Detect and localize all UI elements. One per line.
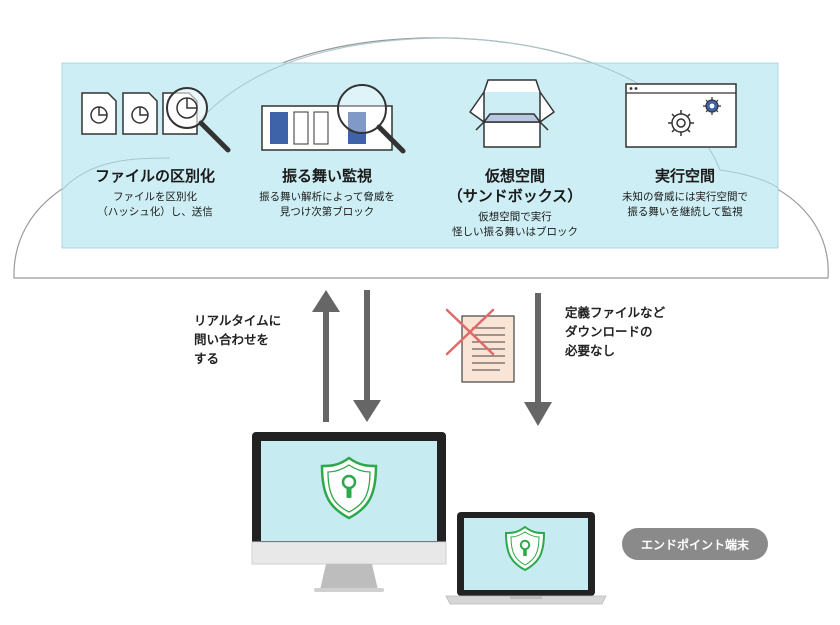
no-download-note: 定義ファイルなど ダウンロードの 必要なし [565, 305, 666, 358]
cloud-inner-line-2 [199, 37, 779, 189]
feature-title-behavior: 振る舞い監視 [281, 167, 372, 185]
feature-title-runtime: 実行空間 [654, 167, 715, 185]
cross-icon [445, 308, 495, 356]
feature-desc-hash: ファイルを区別化 （ハッシュ化）し、送信 [97, 191, 213, 218]
gear-window-icon [625, 83, 737, 148]
download-arrow [353, 290, 381, 422]
feature-desc-behavior: 振る舞い解析によって脅威を 見つけ次第ブロック [259, 191, 395, 218]
upload-arrow [312, 290, 340, 422]
feature-desc-runtime: 未知の脅威には実行空間で 振る舞いを継続して監視 [622, 191, 748, 218]
realtime-query-note: リアルタイムに 問い合わせを する [194, 313, 282, 366]
cloud-inner-line [61, 157, 171, 191]
feature-title-hash: ファイルの区別化 [94, 167, 215, 185]
magnifier-icon [166, 87, 231, 153]
no-download-arrow [524, 293, 552, 426]
open-box-icon [469, 79, 555, 148]
chart-blocks-icon [261, 105, 393, 151]
endpoint-label: エンドポイント端末 [622, 528, 768, 560]
shield-keyhole-icon-small [504, 525, 546, 572]
shield-keyhole-icon [320, 456, 378, 520]
magnifier-icon-2 [337, 84, 406, 154]
feature-desc-sandbox: 仮想空間で実行 怪しい振る舞いはブロック [452, 211, 578, 238]
definition-file-icon [461, 315, 515, 383]
feature-title-sandbox: 仮想空間 （サンドボックス） [447, 167, 583, 205]
